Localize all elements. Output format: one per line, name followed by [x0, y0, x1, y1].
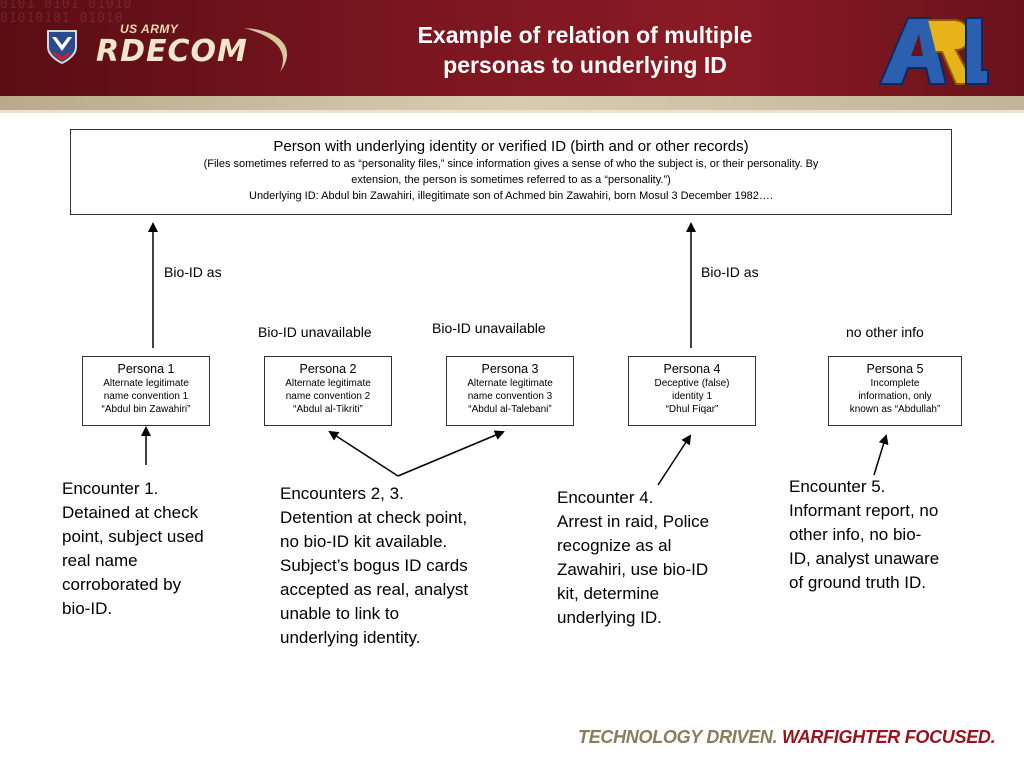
persona-name: Persona 5 — [866, 362, 924, 376]
persona-box-3: Persona 3 Alternate legitimate name conv… — [446, 356, 574, 426]
encounter-line: underlying ID. — [557, 608, 662, 627]
persona-name: Persona 2 — [299, 362, 357, 376]
underlying-identity-box: Person with underlying identity or verif… — [70, 129, 952, 215]
brand-logo-text: RDECOM — [96, 34, 248, 69]
persona-desc: name convention 2 — [285, 391, 371, 402]
encounter-line: bio-ID. — [62, 599, 113, 618]
encounter-line: Zawahiri, use bio-ID — [557, 560, 709, 579]
encounter-1-text: Encounter 1. Detained at check point, su… — [62, 477, 204, 621]
persona-alias: “Abdul al-Tikriti” — [293, 404, 363, 415]
encounter-line: other info, no bio- — [789, 525, 922, 544]
persona-alias: “Dhul Fiqar” — [665, 404, 719, 415]
identity-note-2: extension, the person is sometimes refer… — [351, 174, 671, 186]
persona-box-2: Persona 2 Alternate legitimate name conv… — [264, 356, 392, 426]
swoosh-icon — [244, 28, 288, 72]
label-bioid-persona4: Bio-ID as — [701, 264, 759, 280]
encounter-line: Subject’s bogus ID cards — [280, 556, 468, 575]
label-bioid-persona1: Bio-ID as — [164, 264, 222, 280]
persona-desc: Incomplete — [870, 378, 920, 389]
encounter-line: Encounter 1. — [62, 479, 159, 498]
encounter-line: Detained at check — [62, 503, 199, 522]
encounter-line: Encounter 5. — [789, 477, 886, 496]
persona-name: Persona 1 — [117, 362, 175, 376]
tagline-part-2: WARFIGHTER FOCUSED. — [782, 727, 996, 747]
footer-tagline: TECHNOLOGY DRIVEN. WARFIGHTER FOCUSED. — [578, 727, 996, 748]
persona-desc: name convention 3 — [467, 391, 553, 402]
persona-desc: Alternate legitimate — [467, 378, 553, 389]
binary-pattern: 0101 0101 01010 01010101 01010 — [0, 0, 133, 26]
encounter-line: Detention at check point, — [280, 508, 468, 527]
identity-underlying-id: Underlying ID: Abdul bin Zawahiri, illeg… — [249, 190, 773, 202]
encounter-line: underlying identity. — [280, 628, 421, 647]
encounter-line: Informant report, no — [789, 501, 939, 520]
persona-desc: information, only — [858, 391, 932, 402]
persona-name: Persona 3 — [481, 362, 539, 376]
persona-desc: identity 1 — [671, 391, 713, 402]
persona-alias: known as “Abdullah” — [849, 404, 941, 415]
encounter-line: ID, analyst unaware — [789, 549, 940, 568]
encounter-line: no bio-ID kit available. — [280, 532, 448, 551]
persona-alias: “Abdul bin Zawahiri” — [101, 404, 191, 415]
encounter-line: real name — [62, 551, 138, 570]
persona-desc: Deceptive (false) — [654, 378, 730, 389]
persona-box-5: Persona 5 Incomplete information, only k… — [828, 356, 962, 426]
encounter-line: of ground truth ID. — [789, 573, 927, 592]
title-line-1: Example of relation of multiple — [417, 22, 753, 48]
header-accent-band — [0, 96, 1024, 110]
header-accent-line — [0, 110, 1024, 113]
encounter-line: Arrest in raid, Police — [557, 512, 710, 531]
arrow-encounter4-to-persona4 — [657, 434, 692, 486]
tagline-part-1: TECHNOLOGY DRIVEN. — [578, 727, 778, 747]
identity-heading: Person with underlying identity or verif… — [273, 138, 749, 155]
header-banner: 0101 0101 01010 01010101 01010 US ARMY R… — [0, 0, 1024, 96]
persona-alias: “Abdul al-Talebani” — [468, 404, 552, 415]
persona-desc: Alternate legitimate — [103, 378, 189, 389]
persona-name: Persona 4 — [663, 362, 721, 376]
encounter-2-3-text: Encounters 2, 3. Detention at check poin… — [280, 482, 468, 650]
persona-desc: name convention 1 — [103, 391, 189, 402]
label-noinfo-persona5: no other info — [846, 324, 924, 340]
encounter-line: recognize as al — [557, 536, 672, 555]
army-shield-icon — [47, 30, 77, 65]
encounter-line: unable to link to — [280, 604, 400, 623]
encounter-line: Encounter 4. — [557, 488, 654, 507]
encounter-4-text: Encounter 4. Arrest in raid, Police reco… — [557, 486, 709, 630]
persona-box-1: Persona 1 Alternate legitimate name conv… — [82, 356, 210, 426]
title-line-2: personas to underlying ID — [443, 52, 727, 78]
arl-logo-icon — [878, 17, 989, 85]
encounter-line: corroborated by — [62, 575, 182, 594]
encounter-5-text: Encounter 5. Informant report, no other … — [789, 475, 939, 595]
identity-note-1: (Files sometimes referred to as “persona… — [203, 158, 819, 170]
arrow-encounter23-to-persona3 — [397, 430, 505, 477]
label-unavailable-persona2: Bio-ID unavailable — [258, 324, 372, 340]
encounter-line: kit, determine — [557, 584, 660, 603]
label-unavailable-persona3: Bio-ID unavailable — [432, 320, 546, 336]
arrow-encounter5-to-persona5 — [873, 434, 889, 476]
encounter-line: accepted as real, analyst — [280, 580, 469, 599]
persona-box-4: Persona 4 Deceptive (false) identity 1 “… — [628, 356, 756, 426]
slide-title: Example of relation of multiple personas… — [340, 20, 830, 80]
encounter-line: Encounters 2, 3. — [280, 484, 404, 503]
persona-desc: Alternate legitimate — [285, 378, 371, 389]
brand-small-text: US ARMY — [120, 22, 179, 36]
arrow-encounter23-to-persona2 — [328, 430, 399, 477]
encounter-line: point, subject used — [62, 527, 204, 546]
